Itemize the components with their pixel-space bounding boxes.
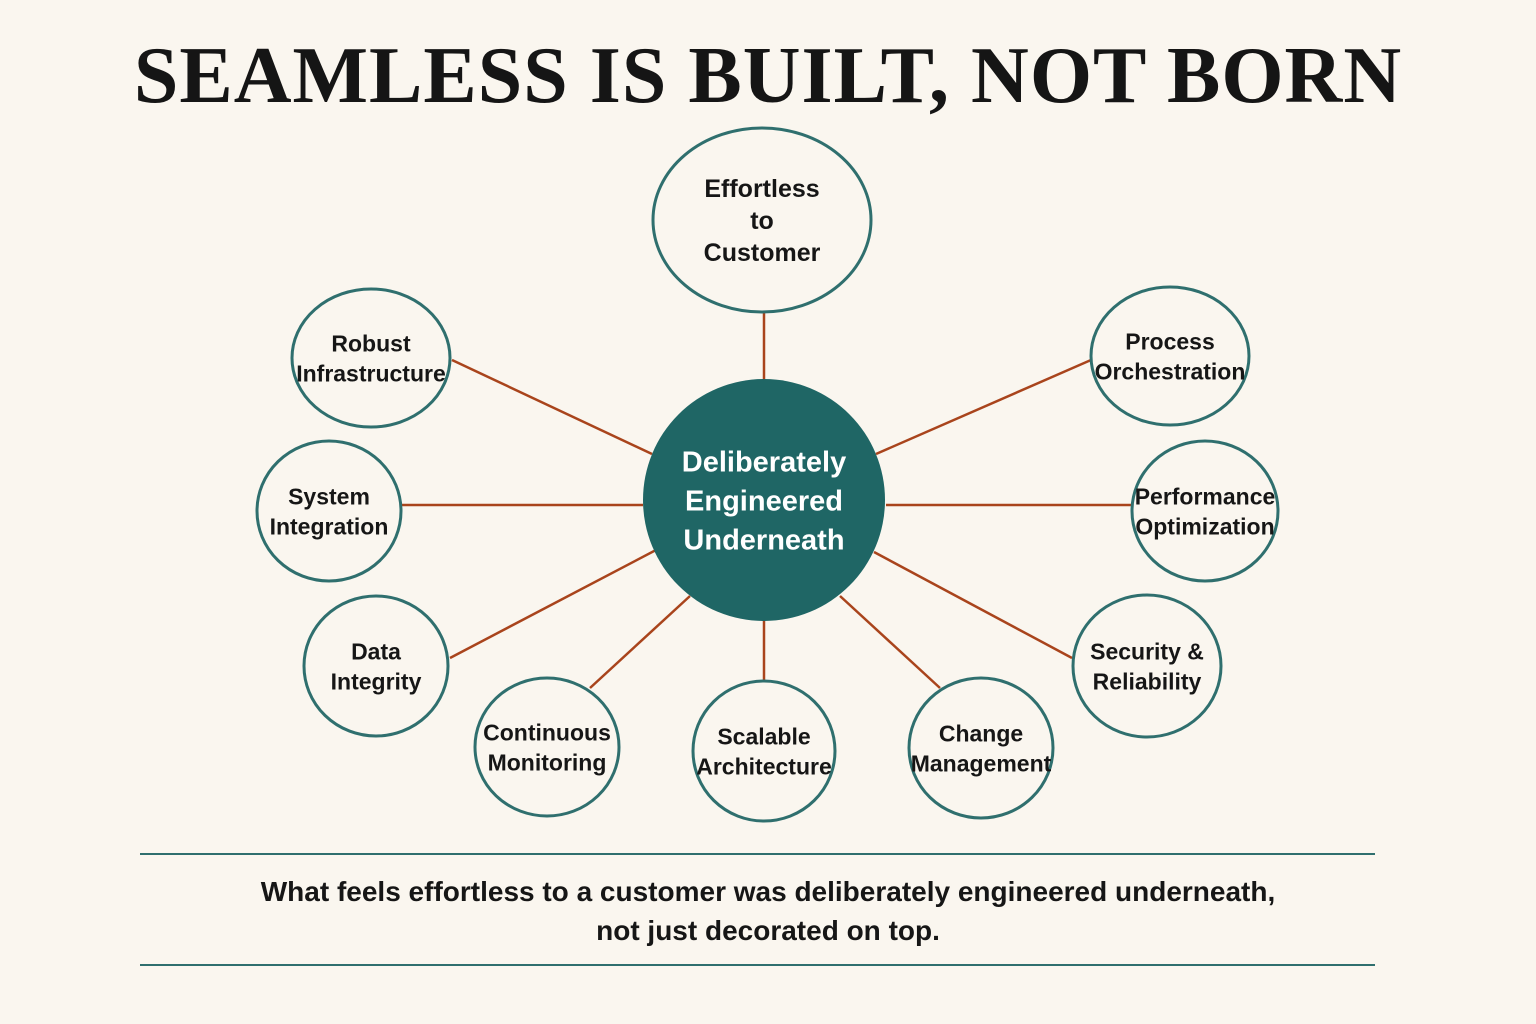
center-node-label-line: Underneath	[683, 524, 844, 556]
node-circle	[691, 679, 837, 823]
node-process-orchestration-label-line: Orchestration	[1095, 358, 1246, 384]
node-system-integration-label-line: Integration	[270, 513, 389, 539]
node-data-integrity-label-line: Data	[351, 638, 401, 664]
caption-line-1: What feels effortless to a customer was …	[260, 876, 1276, 907]
connector-data-integrity	[449, 548, 657, 660]
center-node-label-line: Engineered	[685, 485, 843, 517]
node-continuous-monitoring-label-line: Continuous	[483, 719, 611, 745]
caption-line-2: not just decorated on top.	[596, 915, 940, 946]
node-effortless-to-customer-label-line: to	[750, 207, 774, 235]
node-change-management-label-line: Management	[911, 750, 1052, 776]
connector-continuous-monitoring	[589, 595, 691, 689]
caption: What feels effortless to a customer was …	[180, 872, 1356, 950]
center-node-label-line: Deliberately	[682, 446, 846, 478]
node-security-reliability: Security & Reliability	[1071, 593, 1223, 739]
page-title: SEAMLESS IS BUILT, NOT BORN	[133, 32, 1403, 120]
node-circle	[302, 594, 450, 738]
node-robust-infrastructure-label-line: Infrastructure	[296, 360, 446, 386]
node-circle	[651, 126, 873, 314]
node-continuous-monitoring-label-line: Monitoring	[488, 749, 607, 775]
node-performance-optimization-label-line: Optimization	[1135, 513, 1274, 539]
node-security-reliability-label-line: Reliability	[1093, 668, 1202, 694]
node-circle	[1089, 285, 1251, 427]
connector-security-reliability	[873, 550, 1073, 660]
connector-process-orchestration	[875, 358, 1092, 456]
node-circle	[1071, 593, 1223, 739]
divider-bottom	[140, 964, 1375, 966]
node-system-integration-label-line: System	[288, 483, 370, 509]
node-circle	[255, 439, 403, 583]
node-circle	[1130, 439, 1280, 583]
node-data-integrity-label-line: Integrity	[331, 668, 422, 694]
node-security-reliability-label-line: Security &	[1090, 638, 1204, 664]
divider-top	[140, 853, 1375, 855]
node-performance-optimization-label-line: Performance	[1135, 483, 1276, 509]
connector-lines	[401, 312, 1133, 689]
connector-robust-infrastructure	[451, 358, 653, 456]
node-circle	[907, 676, 1055, 820]
node-security-reliability-label: Security & Reliability	[1090, 638, 1204, 694]
center-circle	[643, 379, 885, 621]
node-effortless-to-customer-label-line: Effortless	[704, 175, 819, 203]
node-change-management-label-line: Change	[939, 720, 1023, 746]
node-process-orchestration-label-line: Process	[1125, 328, 1215, 354]
node-effortless-to-customer-label-line: Customer	[704, 239, 821, 267]
node-circle	[290, 287, 452, 429]
node-robust-infrastructure-label-line: Robust	[331, 330, 411, 356]
connector-change-management	[839, 595, 941, 689]
node-circle	[473, 676, 621, 818]
node-scalable-architecture-label-line: Architecture	[696, 753, 831, 779]
node-scalable-architecture-label-line: Scalable	[717, 723, 810, 749]
